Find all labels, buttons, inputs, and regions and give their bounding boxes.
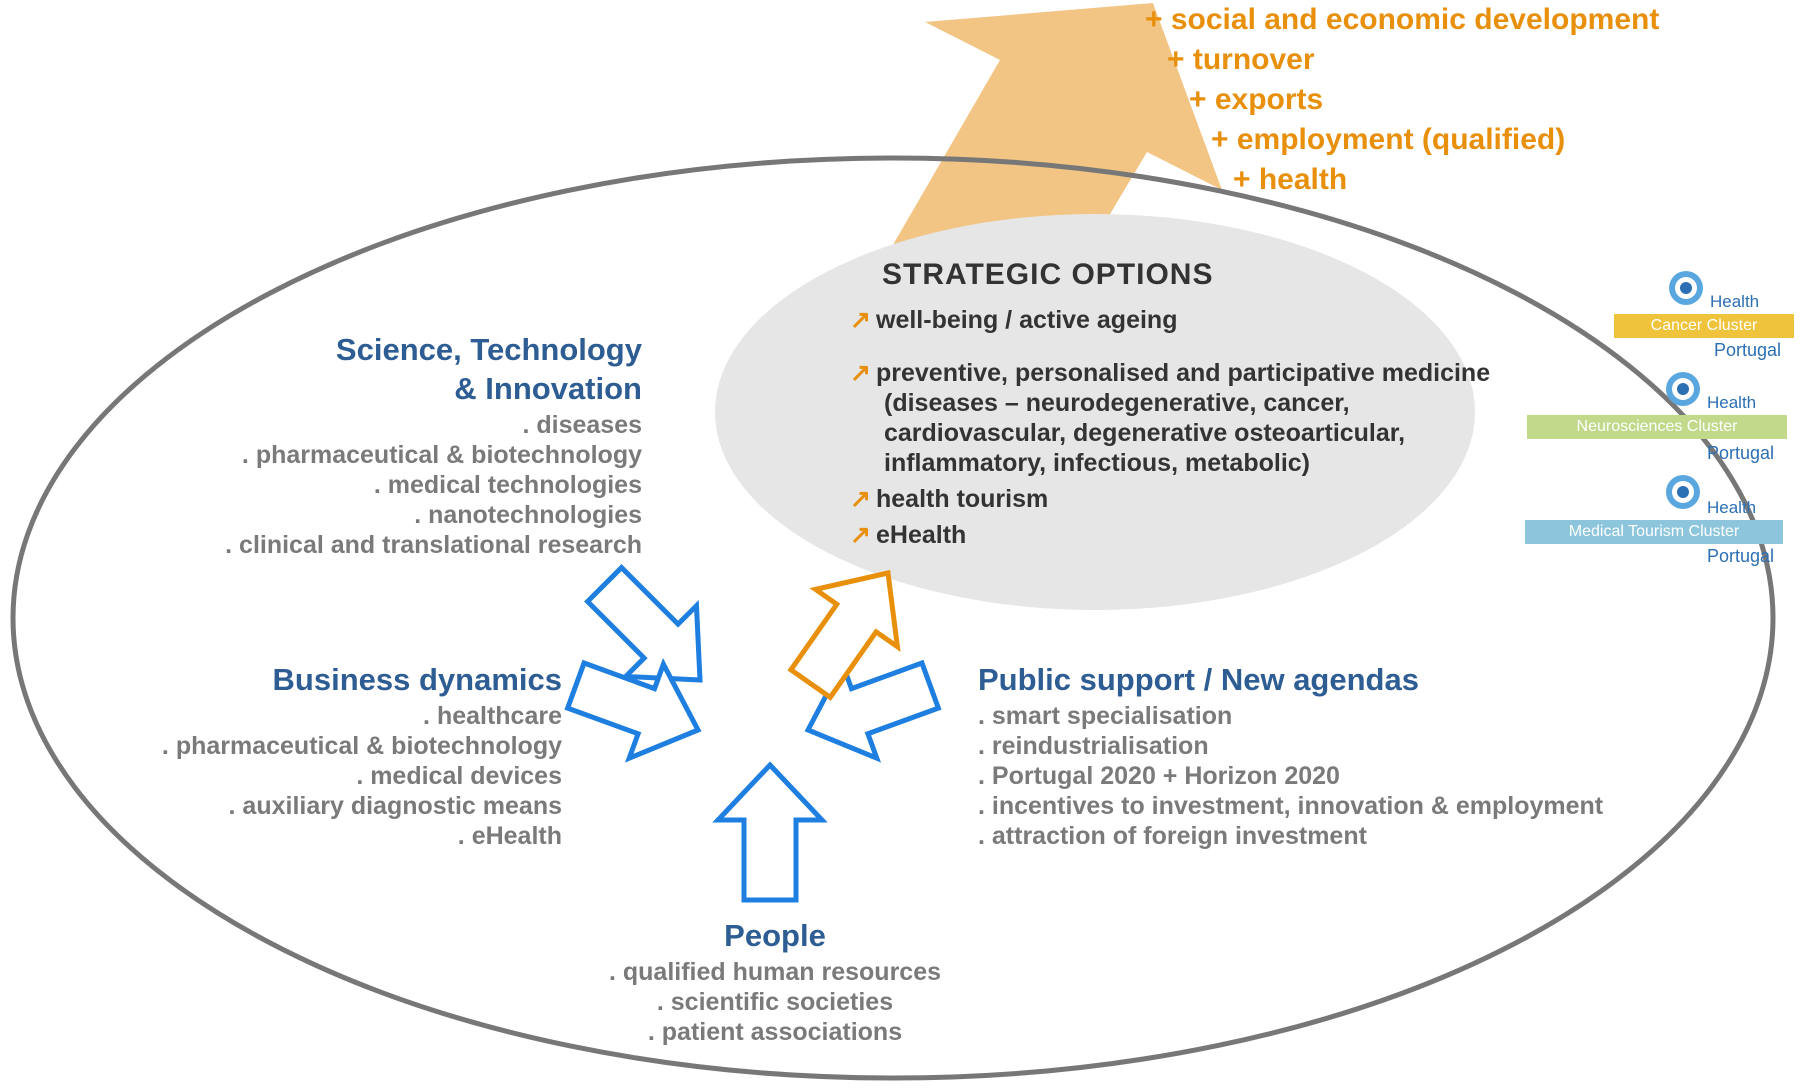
arrow-up-right-icon: ↗ (850, 306, 871, 334)
public-title: Public support / New agendas (978, 662, 1419, 697)
strategic-option-text: eHealth (876, 521, 967, 549)
public-item: . incentives to investment, innovation &… (978, 792, 1604, 820)
people-item: . scientific societies (656, 988, 894, 1016)
people-title: People (724, 918, 826, 953)
cluster-name-bar: Cancer Cluster (1614, 314, 1794, 338)
cluster-health-label: Health (1707, 498, 1757, 517)
health-cluster-logo-icon (1666, 372, 1700, 406)
cluster-health-label: Health (1710, 292, 1760, 311)
outcome-item: + social and economic development (1145, 3, 1660, 36)
sti-title: & Innovation (454, 371, 642, 406)
outcome-item: + health (1233, 163, 1348, 196)
arrow-from-sti (584, 564, 703, 683)
arrow-from-people (712, 761, 828, 903)
arrow-up-right-icon: ↗ (850, 521, 871, 549)
arrow-up-right-icon: ↗ (850, 485, 871, 513)
people-section: People . qualified human resources . sci… (555, 916, 995, 1047)
arrow-to-strategic (787, 569, 901, 701)
health-cluster-logo-icon (1666, 475, 1700, 509)
strategic-options-list: ↗well-being / active ageing ↗preventive,… (850, 305, 1570, 550)
business-item: . pharmaceutical & biotechnology (161, 732, 562, 760)
strategic-option-text: inflammatory, infectious, metabolic) (884, 449, 1311, 477)
arrow-up-right-icon: ↗ (850, 359, 871, 387)
strategic-options-ellipse (715, 214, 1475, 610)
sti-title: Science, Technology (335, 332, 642, 367)
arrow-from-business (564, 658, 702, 763)
business-title: Business dynamics (272, 662, 562, 697)
strategic-option-text: health tourism (876, 485, 1049, 513)
cluster-country-label: Portugal (1714, 340, 1782, 360)
strategic-option: ↗health tourism (850, 484, 1570, 514)
strategic-option-text: (diseases – neurodegenerative, cancer, (884, 389, 1350, 417)
public-item: . Portugal 2020 + Horizon 2020 (978, 762, 1340, 790)
sti-section: Science, Technology & Innovation . disea… (42, 330, 642, 560)
business-item: . auxiliary diagnostic means (228, 792, 562, 820)
public-item: . smart specialisation (978, 702, 1233, 730)
strategic-option: ↗preventive, personalised and participat… (850, 358, 1570, 478)
strategic-option-text: cardiovascular, degenerative osteoarticu… (884, 419, 1406, 447)
cluster-name-bar: Medical Tourism Cluster (1525, 520, 1783, 544)
business-item: . medical devices (356, 762, 562, 790)
outcome-item: + turnover (1167, 43, 1315, 76)
people-item: . qualified human resources (608, 958, 942, 986)
strategic-option-text: preventive, personalised and participati… (876, 359, 1491, 387)
strategic-option: ↗well-being / active ageing (850, 305, 1570, 335)
sti-item: . pharmaceutical & biotechnology (241, 441, 642, 469)
sti-item: . medical technologies (373, 471, 642, 499)
public-item: . attraction of foreign investment (978, 822, 1367, 850)
strategic-option-text: well-being / active ageing (876, 306, 1178, 334)
outcome-item: + exports (1189, 83, 1324, 116)
outcome-item: + employment (qualified) (1211, 123, 1566, 156)
public-item: . reindustrialisation (978, 732, 1209, 760)
cluster-country-label: Portugal (1707, 443, 1775, 463)
business-item: . healthcare (423, 702, 562, 730)
health-cluster-logo-icon (1669, 271, 1703, 305)
cluster-logo-cancer: Health Cancer Cluster Portugal (1610, 266, 1800, 360)
cluster-logo-medical-tourism: Health Medical Tourism Cluster Portugal (1525, 470, 1800, 566)
cluster-country-label: Portugal (1707, 546, 1775, 566)
ecosystem-ellipse (10, 155, 1776, 1081)
business-section: Business dynamics . healthcare . pharmac… (2, 660, 562, 851)
strategic-options-title: STRATEGIC OPTIONS (882, 258, 1214, 291)
sti-item: . diseases (522, 411, 642, 439)
public-section: Public support / New agendas . smart spe… (978, 660, 1698, 851)
business-item: . eHealth (457, 822, 562, 850)
strategic-option: ↗eHealth (850, 520, 1570, 550)
cluster-health-label: Health (1707, 393, 1757, 412)
people-item: . patient associations (647, 1018, 903, 1046)
sti-item: . clinical and translational research (225, 531, 642, 559)
sti-item: . nanotechnologies (414, 501, 642, 529)
outcome-list: + social and economic development + turn… (1145, 0, 1659, 200)
cluster-logo-neurosciences: Health Neurosciences Cluster Portugal (1525, 367, 1800, 463)
cluster-name-bar: Neurosciences Cluster (1527, 415, 1787, 439)
